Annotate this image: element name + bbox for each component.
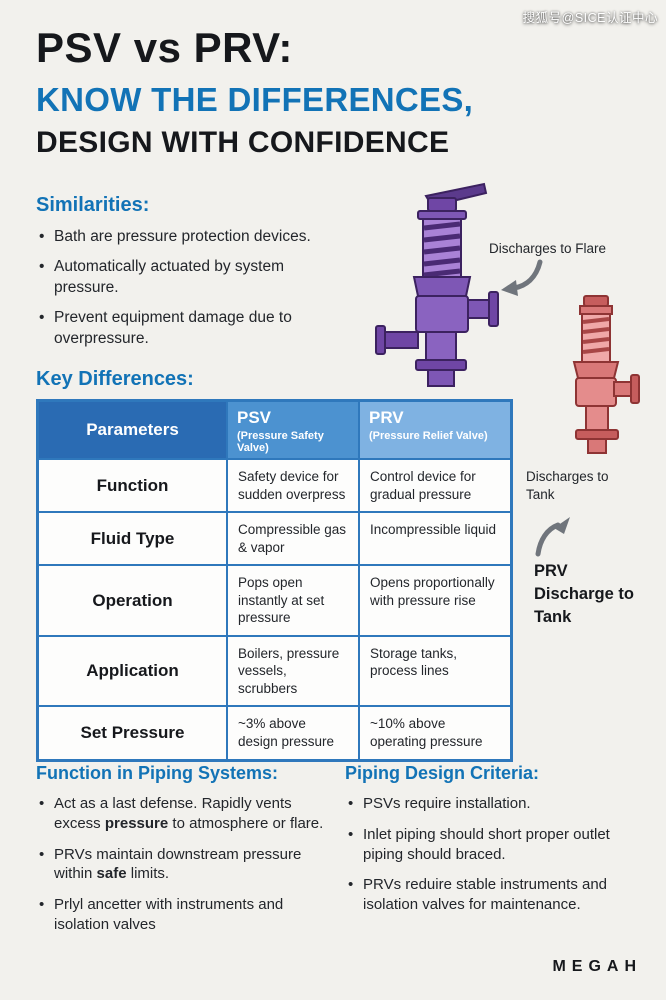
table-cell-parameter: Set Pressure [39, 707, 228, 760]
item-text: Prlyl ancetter with instruments and isol… [54, 896, 284, 933]
key-differences-table: Parameters PSV (Pressure Safety Valve) P… [36, 399, 513, 763]
item-bold-text: safe [96, 865, 127, 883]
title-line-1: PSV vs PRV: [36, 24, 293, 71]
piping-design-item: PSVs require installation. [345, 794, 647, 814]
table-cell-prv: Storage tanks, process lines [360, 637, 510, 708]
psv-header-title: PSV [237, 408, 272, 427]
table-header-psv: PSV (Pressure Safety Valve) [228, 402, 360, 460]
table-header-row: Parameters PSV (Pressure Safety Valve) P… [39, 402, 510, 460]
piping-design-item: PRVs reduire stable instruments and isol… [345, 875, 647, 915]
table-header-parameters: Parameters [39, 402, 228, 460]
psv-discharge-caption: Discharges to Flare [489, 241, 607, 256]
table-row: Fluid Type Compressible gas & vapor Inco… [39, 513, 510, 567]
table-cell-psv: ~3% above design pressure [228, 707, 360, 760]
similarities-section: Similarities: Bath are pressure protecti… [36, 194, 336, 359]
table-cell-prv: Control device for gradual pressure [360, 460, 510, 514]
table-cell-psv: Compressible gas & vapor [228, 513, 360, 567]
table-cell-parameter: Application [39, 636, 228, 708]
tank-arrow-icon [532, 516, 572, 563]
brand-logo: MEGAH [552, 958, 642, 975]
piping-function-item: PRVs maintain downstream pressure within… [36, 845, 338, 885]
similarities-item: Bath are pressure protection devices. [36, 227, 336, 248]
piping-design-item: Inlet piping should short proper outlet … [345, 825, 647, 865]
similarities-heading: Similarities: [36, 194, 150, 216]
similarities-list: Bath are pressure protection devices. Au… [36, 227, 336, 349]
watermark: 搜狐号@SICE认证中心 [522, 11, 658, 25]
table-cell-prv: Incompressible liquid [360, 513, 510, 567]
piping-function-section: Function in Piping Systems: Act as a las… [36, 763, 338, 946]
item-bold-text: pressure [104, 814, 169, 832]
prv-valve-icon [572, 295, 640, 454]
table-cell-psv: Safety device for sudden overpress [228, 460, 360, 514]
table-row: Function Safety device for sudden overpr… [39, 460, 510, 514]
prv-discharge-caption: Discharges to Tank [526, 469, 609, 503]
prv-discharge-label: PRV Discharge to Tank [534, 562, 634, 627]
prv-valve-illustration [548, 292, 644, 467]
item-text: to atmosphere or flare. [168, 814, 324, 832]
prv-header-subtitle: (Pressure Relief Valve) [369, 429, 488, 442]
key-differences-heading: Key Differences: [36, 368, 194, 390]
table-cell-psv: Boilers, pressure vessels, scrubbers [228, 636, 360, 708]
piping-design-heading: Piping Design Criteria: [345, 763, 540, 783]
table-row: Operation Pops open instantly at set pre… [39, 566, 510, 637]
piping-function-list: Act as a last defense. Rapidly vents exc… [36, 794, 338, 935]
table-cell-prv: ~10% above operating pressure [370, 716, 483, 750]
table-cell-parameter: Operation [39, 566, 228, 637]
flare-arrow-icon [500, 258, 546, 303]
table-row: Application Boilers, pressure vessels, s… [39, 636, 510, 708]
piping-function-item: Act as a last defense. Rapidly vents exc… [36, 794, 338, 834]
psv-valve-icon [375, 182, 499, 387]
piping-design-list: PSVs require installation. Inlet piping … [345, 794, 647, 915]
table-header-prv: PRV (Pressure Relief Valve) [360, 402, 510, 460]
table-row: Set Pressure ~3% above design pressure ~… [39, 707, 510, 760]
table-cell-parameter: Fluid Type [39, 513, 228, 567]
similarities-item: Prevent equipment damage due to overpres… [36, 308, 336, 349]
item-text: PRVs maintain downstream pressure within [54, 845, 302, 883]
table-cell-psv: Pops open instantly at set pressure [228, 566, 360, 637]
item-text: Act as a last defense. Rapidly vents exc… [54, 795, 292, 832]
title-line-3: DESIGN WITH CONFIDENCE [36, 126, 450, 159]
table-cell-prv: Opens proportionally with pressure rise [360, 566, 510, 637]
similarities-item: Automatically actuated by system pressur… [36, 257, 336, 298]
psv-header-subtitle: (Pressure Safety Valve) [237, 429, 324, 455]
piping-function-item: Prlyl ancetter with instruments and isol… [36, 895, 338, 935]
prv-header-title: PRV [369, 408, 404, 427]
title-line-2: KNOW THE DIFFERENCES, [36, 81, 474, 118]
piping-design-section: Piping Design Criteria: PSVs require ins… [345, 763, 647, 926]
piping-function-heading: Function in Piping Systems: [36, 763, 279, 783]
item-text: limits. [126, 865, 170, 883]
psv-valve-illustration [368, 180, 508, 397]
table-cell-parameter: Function [39, 460, 228, 514]
title-block: PSV vs PRV: KNOW THE DIFFERENCES, DESIGN… [36, 24, 473, 160]
